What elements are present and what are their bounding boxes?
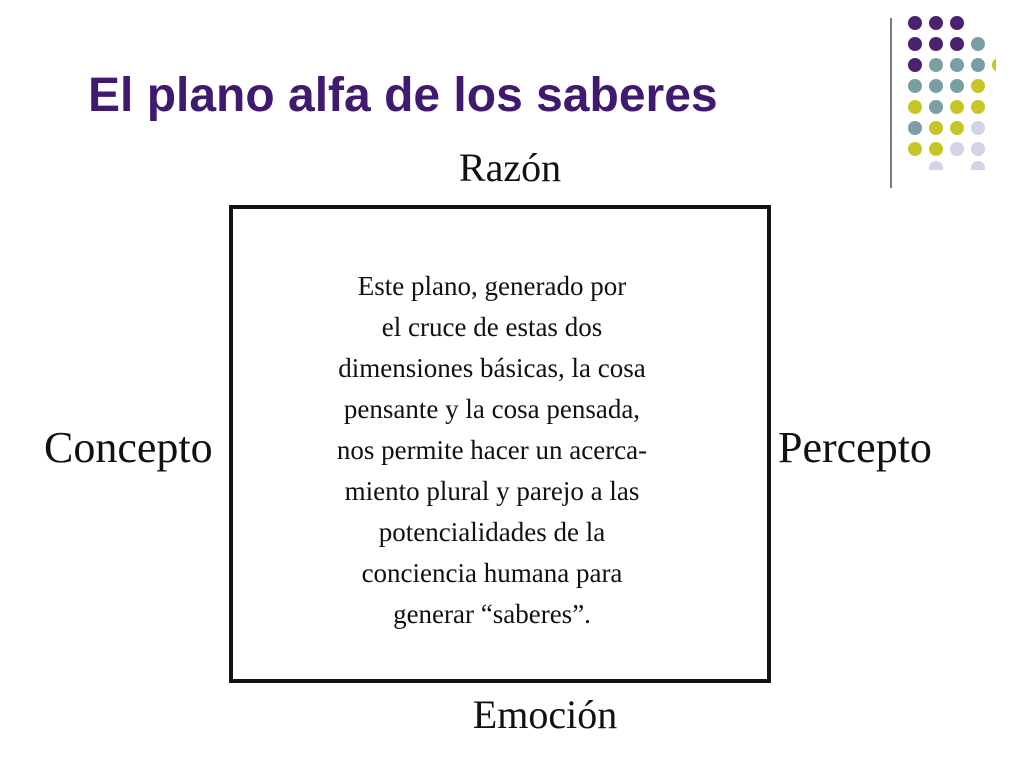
box-text-line: dimensiones básicas, la cosa xyxy=(338,353,646,383)
dot xyxy=(929,121,943,135)
axis-label-concepto: Concepto xyxy=(44,423,213,472)
dot xyxy=(908,142,922,156)
dot xyxy=(908,100,922,114)
dot xyxy=(950,121,964,135)
decorative-dot-grid xyxy=(908,16,996,170)
dot xyxy=(908,58,922,72)
axis-label-razon: Razón xyxy=(458,145,562,190)
dot xyxy=(950,37,964,51)
box-text-line: el cruce de estas dos xyxy=(381,312,603,342)
box-text-line: generar “saberes”. xyxy=(393,599,591,629)
dot xyxy=(929,142,943,156)
box-text-line: miento plural y parejo a las xyxy=(344,476,640,506)
dot xyxy=(929,161,943,170)
dot xyxy=(971,58,985,72)
dot xyxy=(971,142,985,156)
central-plane-box xyxy=(229,205,771,683)
box-text-line: conciencia humana para xyxy=(361,558,623,588)
dot xyxy=(929,100,943,114)
axis-label-emocion: Emoción xyxy=(472,692,618,737)
dot xyxy=(929,16,943,30)
dot xyxy=(971,37,985,51)
dot xyxy=(908,16,922,30)
axis-label-percepto: Percepto xyxy=(778,423,932,472)
decorative-divider xyxy=(890,18,892,188)
dot xyxy=(950,100,964,114)
dot xyxy=(929,37,943,51)
box-text-line: potencialidades de la xyxy=(378,517,606,547)
central-plane-text: Este plano, generado por el cruce de est… xyxy=(252,266,732,635)
dot xyxy=(950,142,964,156)
dot xyxy=(929,58,943,72)
dot xyxy=(908,121,922,135)
dot xyxy=(929,79,943,93)
box-text-line: Este plano, generado por xyxy=(357,271,627,301)
dot xyxy=(992,58,996,72)
dot xyxy=(971,100,985,114)
box-text-line: pensante y la cosa pensada, xyxy=(343,394,641,424)
dot xyxy=(950,58,964,72)
dot xyxy=(950,16,964,30)
dot xyxy=(971,161,985,170)
slide-title: El plano alfa de los saberes xyxy=(88,69,718,122)
dot xyxy=(971,121,985,135)
dot xyxy=(908,79,922,93)
dot xyxy=(908,37,922,51)
box-text-line: nos permite hacer un acerca- xyxy=(336,435,648,465)
dot xyxy=(950,79,964,93)
dot xyxy=(971,79,985,93)
